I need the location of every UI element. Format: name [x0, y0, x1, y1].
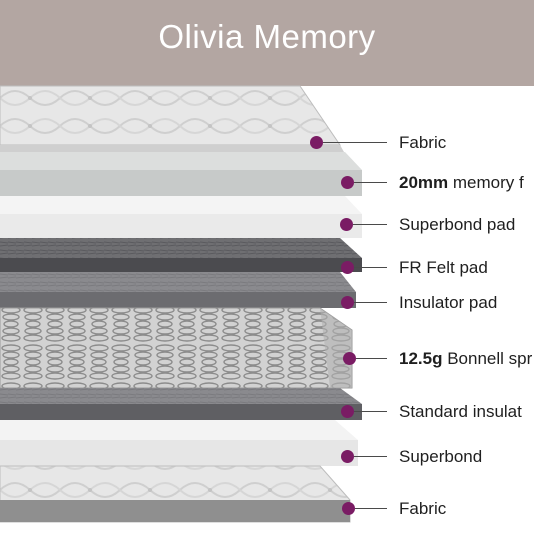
marker-dot [342, 502, 355, 515]
leader-line [323, 142, 387, 143]
label-superbond: Superbond [399, 447, 483, 466]
marker-dot [341, 296, 354, 309]
leader-line [356, 358, 387, 359]
leader-line [354, 302, 387, 303]
marker-dot [341, 176, 354, 189]
marker-dot [341, 450, 354, 463]
leader-line [354, 182, 387, 183]
callout-superbond-pad: Superbond pad [0, 215, 534, 235]
leader-line [353, 224, 387, 225]
callout-fabric-top: Fabric [0, 133, 534, 153]
label-fr-felt-pad: FR Felt pad [399, 258, 488, 277]
marker-dot [340, 218, 353, 231]
callout-standard-insulator: Standard insulat [0, 402, 534, 422]
leader-line [355, 508, 387, 509]
label-standard-insulator: Standard insulat [399, 402, 522, 421]
label-superbond-pad: Superbond pad [399, 215, 516, 234]
label-memory-foam: 20mm memory f [399, 173, 524, 192]
label-fabric-bottom: Fabric [399, 499, 447, 518]
callout-memory-foam: 20mm memory f [0, 173, 534, 193]
label-bonnell-springs: 12.5g Bonnell spr [399, 349, 533, 368]
leader-line [354, 456, 387, 457]
page-title: Olivia Memory [158, 18, 376, 55]
marker-dot [343, 352, 356, 365]
label-fabric-top: Fabric [399, 133, 447, 152]
callout-superbond: Superbond [0, 447, 534, 467]
callout-fr-felt-pad: FR Felt pad [0, 258, 534, 278]
callout-insulator-pad: Insulator pad [0, 293, 534, 313]
callout-bonnell-springs: 12.5g Bonnell spr [0, 349, 534, 369]
leader-line [354, 267, 387, 268]
label-insulator-pad: Insulator pad [399, 293, 498, 312]
header-banner: Olivia Memory [0, 0, 534, 86]
marker-dot [310, 136, 323, 149]
marker-dot [341, 405, 354, 418]
leader-line [354, 411, 387, 412]
marker-dot [341, 261, 354, 274]
callout-fabric-bottom: Fabric [0, 499, 534, 519]
